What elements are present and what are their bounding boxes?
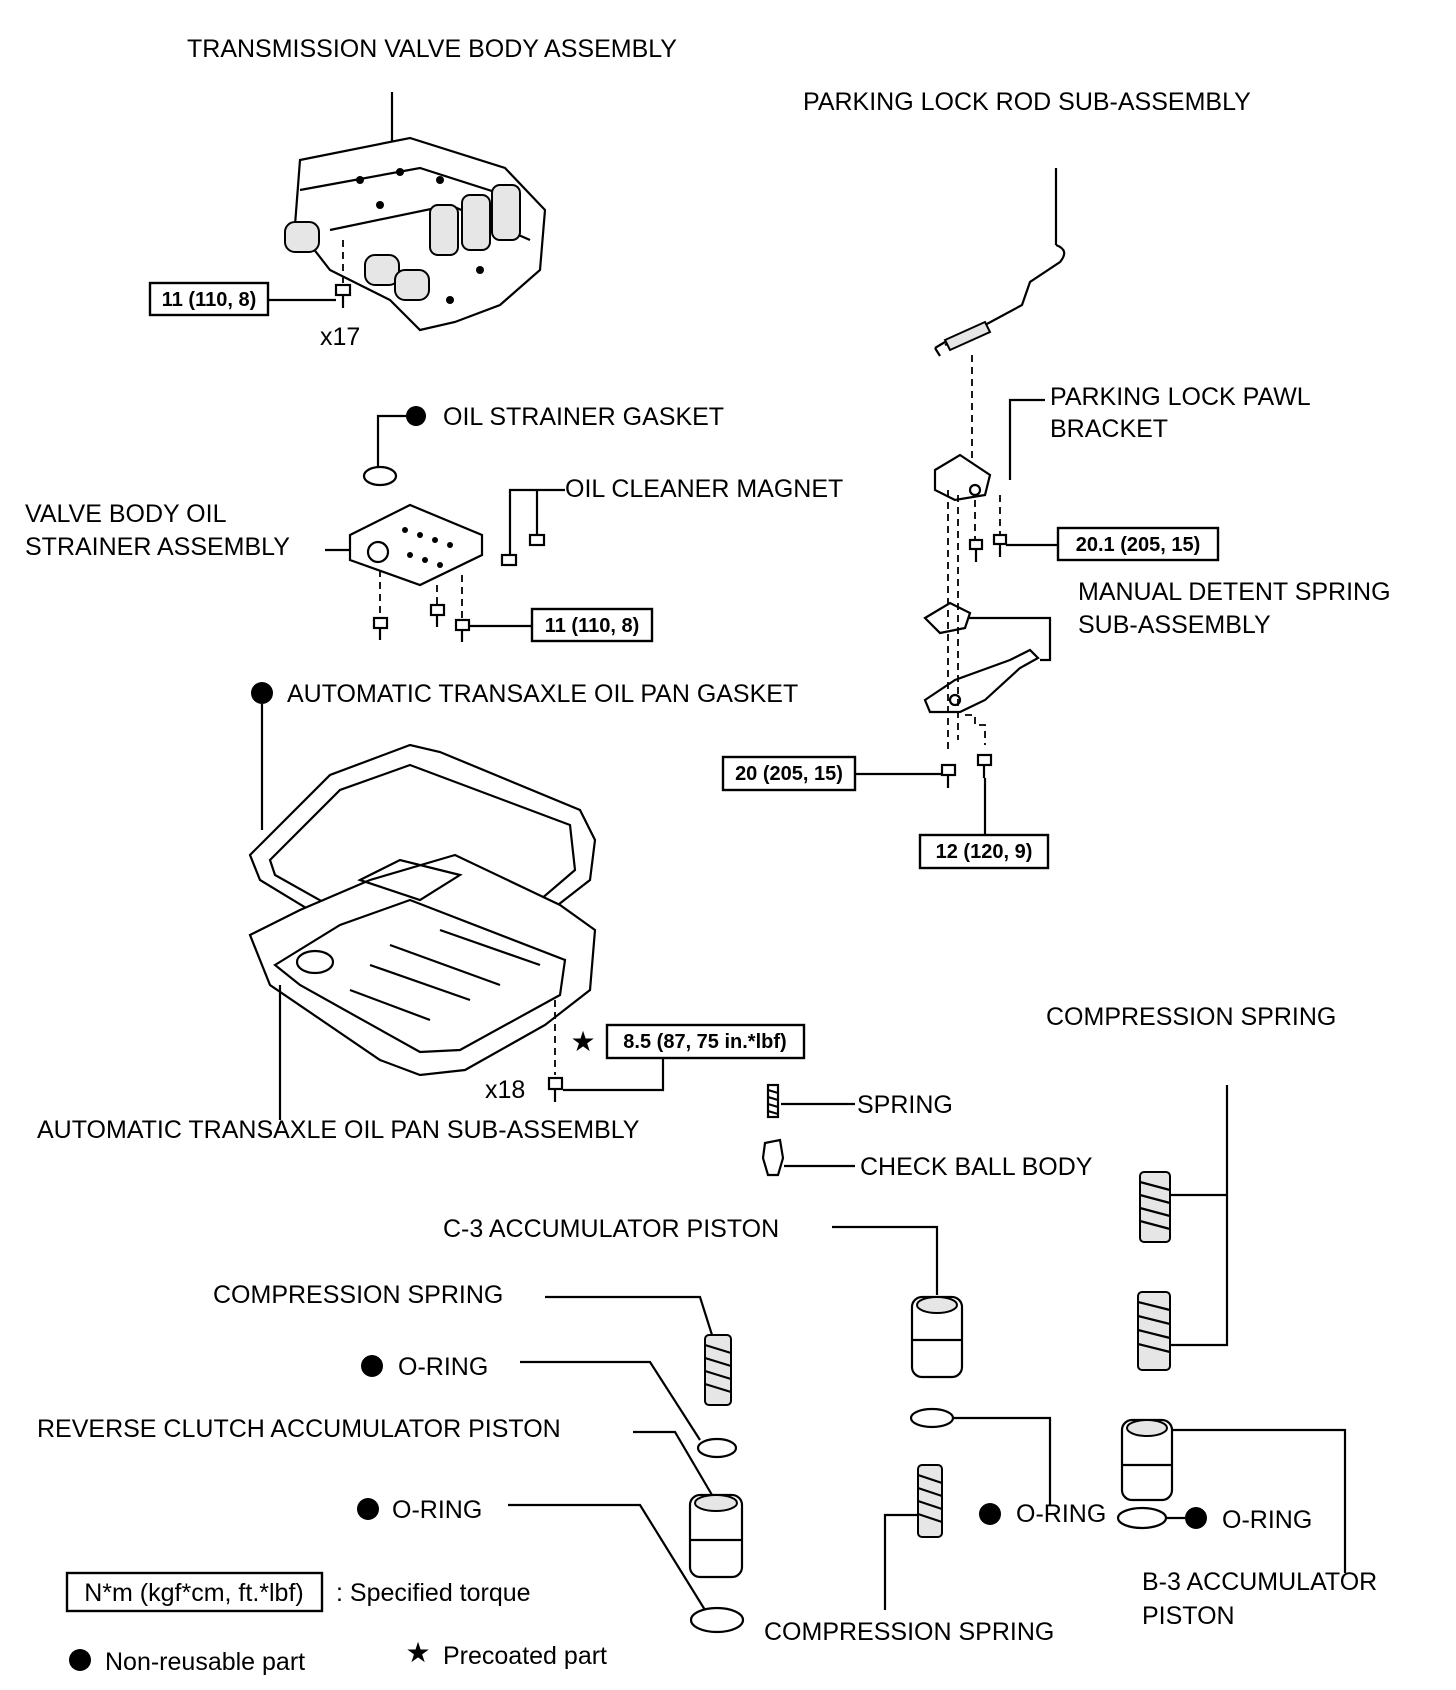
legend-non-reusable: Non-reusable part	[105, 1648, 305, 1676]
label-pan-gasket: AUTOMATIC TRANSAXLE OIL PAN GASKET	[287, 680, 798, 708]
torque-strainer: 11 (110, 8)	[545, 615, 640, 637]
non-reusable-dot-icon	[361, 1355, 383, 1377]
pan-bolt-icon	[547, 1076, 564, 1102]
compression-spring-left-illustration	[704, 1334, 732, 1406]
torque-detent-b: 12 (120, 9)	[936, 841, 1033, 863]
oring-4-illustration	[1116, 1506, 1168, 1530]
oring-1-illustration	[696, 1437, 738, 1459]
count-pan-bolts: x18	[485, 1076, 525, 1104]
torque-box-pan	[605, 1023, 806, 1060]
label-strainer-gasket: OIL STRAINER GASKET	[443, 403, 724, 431]
label-b3-piston-1: B-3 ACCUMULATOR	[1142, 1568, 1377, 1596]
oring-3-illustration	[909, 1407, 955, 1429]
label-c3-piston: C-3 ACCUMULATOR PISTON	[443, 1215, 779, 1243]
compression-spring-bottom-illustration	[917, 1464, 943, 1538]
pawl-bracket-bolt-icon	[968, 533, 1008, 562]
compression-spring-right-illustration-1	[1139, 1171, 1171, 1243]
torque-box-detent-b	[918, 833, 1050, 870]
legend-precoated-star-icon: ★	[405, 1637, 430, 1668]
label-pawl-bracket-2: BRACKET	[1050, 415, 1168, 443]
torque-box-detent-a	[721, 755, 857, 792]
label-strainer-2: STRAINER ASSEMBLY	[25, 533, 290, 561]
label-parking-lock-rod: PARKING LOCK ROD SUB-ASSEMBLY	[803, 88, 1251, 116]
label-b3-piston-2: PISTON	[1142, 1602, 1235, 1630]
legend-precoated: Precoated part	[443, 1642, 607, 1670]
label-strainer-1: VALVE BODY OIL	[25, 500, 227, 528]
label-spring: SPRING	[857, 1091, 953, 1119]
precoated-star-icon: ★	[570, 1026, 595, 1057]
label-oring-1: O-RING	[398, 1353, 488, 1381]
check-ball-illustration	[761, 1138, 785, 1177]
label-detent-2: SUB-ASSEMBLY	[1078, 611, 1271, 639]
label-detent-1: MANUAL DETENT SPRING	[1078, 578, 1391, 606]
valve-body-bolt-icon	[334, 283, 352, 308]
torque-detent-a: 20 (205, 15)	[735, 763, 843, 785]
label-pan: AUTOMATIC TRANSAXLE OIL PAN SUB-ASSEMBLY	[37, 1116, 640, 1144]
label-oring-2: O-RING	[392, 1496, 482, 1524]
magnet-icon-1	[500, 553, 518, 567]
label-cleaner-magnet: OIL CLEANER MAGNET	[565, 475, 843, 503]
non-reusable-dot-icon	[357, 1498, 379, 1520]
legend-torque-desc: : Specified torque	[336, 1579, 531, 1607]
oring-2-illustration	[689, 1606, 745, 1634]
magnet-icon-2	[528, 533, 546, 547]
detent-spring-illustration	[923, 601, 1040, 714]
torque-pawl-bracket: 20.1 (205, 15)	[1076, 534, 1201, 556]
label-comp-spring-left: COMPRESSION SPRING	[213, 1281, 503, 1309]
label-reverse-piston: REVERSE CLUTCH ACCUMULATOR PISTON	[37, 1415, 561, 1443]
pawl-bracket-illustration	[933, 453, 992, 502]
b3-piston-illustration	[1120, 1418, 1174, 1502]
small-spring-illustration	[766, 1083, 780, 1119]
label-comp-spring-bottom: COMPRESSION SPRING	[764, 1618, 1054, 1646]
legend: N*m (kgf*cm, ft.*lbf) : Specified torque…	[65, 1571, 607, 1676]
label-check-ball: CHECK BALL BODY	[860, 1153, 1093, 1181]
label-comp-spring-right: COMPRESSION SPRING	[1046, 1003, 1336, 1031]
parking-lock-rod-illustration	[934, 243, 1066, 357]
non-reusable-dot-icon	[979, 1503, 1001, 1525]
torque-box-valve-body	[148, 281, 270, 317]
reverse-piston-illustration	[688, 1493, 744, 1579]
label-oring-3: O-RING	[1016, 1500, 1106, 1528]
torque-box-pawl-bracket	[1056, 526, 1220, 562]
detent-bolt-icon	[940, 753, 993, 788]
legend-torque-box	[65, 1571, 324, 1613]
label-valve-body: TRANSMISSION VALVE BODY ASSEMBLY	[187, 35, 677, 63]
label-pawl-bracket-1: PARKING LOCK PAWL	[1050, 383, 1311, 411]
torque-valve-body: 11 (110, 8)	[162, 289, 257, 311]
oil-pan-illustration	[248, 853, 597, 1077]
non-reusable-dot-icon	[1185, 1507, 1207, 1529]
non-reusable-dot-icon	[406, 406, 426, 426]
count-valve-body-bolts: x17	[320, 323, 360, 351]
torque-pan: 8.5 (87, 75 in.*lbf)	[623, 1031, 786, 1053]
label-oring-4: O-RING	[1222, 1506, 1312, 1534]
legend-torque-unit: N*m (kgf*cm, ft.*lbf)	[84, 1579, 303, 1607]
valve-body-illustration	[284, 136, 547, 332]
non-reusable-dot-icon	[251, 682, 273, 704]
strainer-gasket-illustration	[362, 465, 398, 487]
oil-strainer-illustration	[348, 503, 484, 587]
legend-non-reusable-dot-icon	[69, 1649, 91, 1671]
strainer-bolt-icon	[372, 603, 471, 642]
c3-piston-illustration	[910, 1295, 964, 1379]
compression-spring-right-illustration-2	[1137, 1291, 1171, 1371]
torque-box-strainer	[530, 607, 654, 643]
